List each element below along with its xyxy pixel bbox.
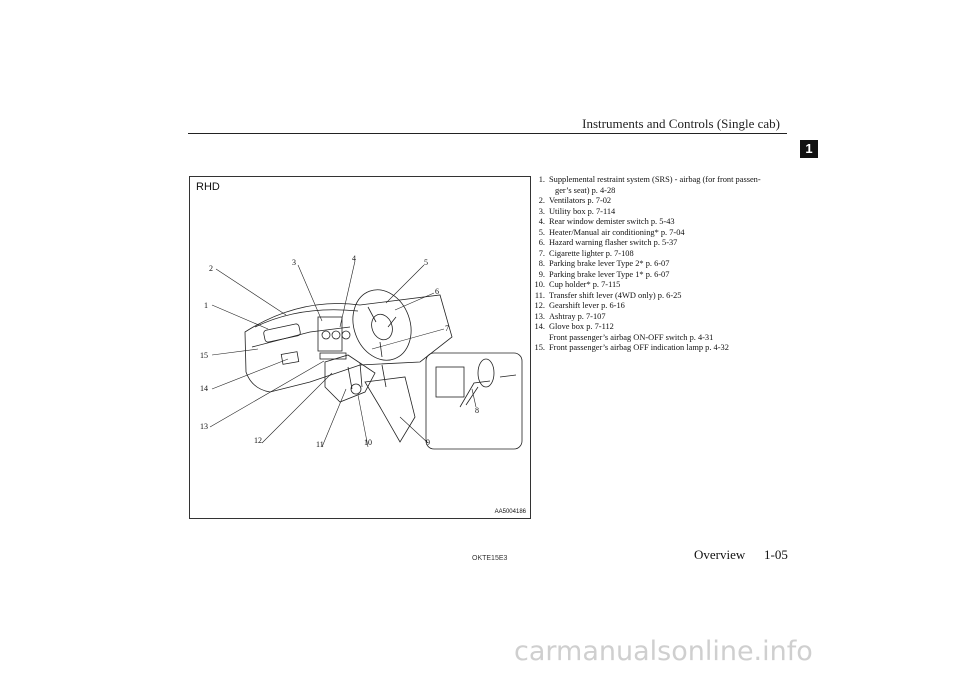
item-number: 4. xyxy=(538,217,545,226)
component-list: 1. Supplemental restraint system (SRS) - … xyxy=(531,175,776,354)
chapter-tab: 1 xyxy=(800,140,818,158)
item-text: Heater/Manual air conditioning* p. 7-04 xyxy=(549,227,685,237)
item-text: Rear window demister switch p. 5-43 xyxy=(549,217,675,226)
item-text: Parking brake lever Type 1* p. 6-07 xyxy=(549,269,670,279)
callout-9: 9 xyxy=(426,438,430,447)
callout-10: 10 xyxy=(364,438,372,447)
header-rule xyxy=(188,133,787,134)
item-number: 10. xyxy=(534,280,545,289)
callout-8: 8 xyxy=(475,406,479,415)
list-item: 4. Rear window demister switch p. 5-43 xyxy=(531,217,776,228)
list-item: 10. Cup holder* p. 7-115 xyxy=(531,280,776,291)
item-text: Front passenger’s airbag OFF indication … xyxy=(549,343,729,352)
callout-5: 5 xyxy=(424,258,428,267)
list-item: 1. Supplemental restraint system (SRS) - … xyxy=(531,175,776,196)
item-number: 9. xyxy=(538,269,545,279)
list-item: 8. Parking brake lever Type 2* p. 6-07 xyxy=(531,259,776,270)
dashboard-illustration: 1 2 3 4 5 6 7 8 9 10 11 12 13 14 15 xyxy=(200,254,523,450)
callout-15: 15 xyxy=(200,351,208,360)
callout-7: 7 xyxy=(445,324,449,333)
callout-4: 4 xyxy=(352,254,356,263)
callout-12: 12 xyxy=(254,436,262,445)
watermark: carmanualsonline.info xyxy=(514,636,813,667)
item-number: 13. xyxy=(534,311,545,321)
page-header-title: Instruments and Controls (Single cab) xyxy=(582,116,780,131)
list-item: 7. Cigarette lighter p. 7-108 xyxy=(531,249,776,260)
item-number: 7. xyxy=(538,248,545,258)
item-text: Ashtray p. 7-107 xyxy=(549,311,606,321)
item-number: 6. xyxy=(538,238,545,247)
list-item: 11. Transfer shift lever (4WD only) p. 6-… xyxy=(531,291,776,302)
list-item: 5. Heater/Manual air conditioning* p. 7-0… xyxy=(531,228,776,239)
item-number: 12. xyxy=(534,301,545,310)
item-text: Parking brake lever Type 2* p. 6-07 xyxy=(549,259,670,268)
dashboard-figure: 1 2 3 4 5 6 7 8 9 10 11 12 13 14 15 RHD … xyxy=(189,176,531,519)
callout-14: 14 xyxy=(200,384,208,393)
item-number: 14. xyxy=(534,322,545,331)
item-text: Gearshift lever p. 6-16 xyxy=(549,301,625,310)
item-text: Cigarette lighter p. 7-108 xyxy=(549,248,634,258)
list-item: 12. Gearshift lever p. 6-16 xyxy=(531,301,776,312)
callout-13: 13 xyxy=(200,422,208,431)
figure-code: AA5004186 xyxy=(494,509,526,515)
list-item: 6. Hazard warning flasher switch p. 5-37 xyxy=(531,238,776,249)
item-text: Supplemental restraint system (SRS) - ai… xyxy=(549,175,761,195)
list-item: 9. Parking brake lever Type 1* p. 6-07 xyxy=(531,270,776,281)
footer-code: OKTE15E3 xyxy=(472,555,508,562)
footer-page-number: 1-05 xyxy=(764,547,788,562)
footer-section: Overview xyxy=(694,547,746,562)
item-text: Ventilators p. 7-02 xyxy=(549,196,612,205)
item-number: 1. xyxy=(538,175,545,184)
list-item: 13. Ashtray p. 7-107 xyxy=(531,312,776,323)
item-text: Cup holder* p. 7-115 xyxy=(549,280,621,289)
callout-11: 11 xyxy=(316,440,324,449)
callout-1: 1 xyxy=(204,301,208,310)
callout-6: 6 xyxy=(435,287,439,296)
callout-3: 3 xyxy=(292,258,296,267)
list-item: 2. Ventilators p. 7-02 xyxy=(531,196,776,207)
item-text: Hazard warning flasher switch p. 5-37 xyxy=(549,238,678,247)
item-number: 2. xyxy=(538,196,545,205)
figure-label: RHD xyxy=(196,181,220,193)
list-item: 3. Utility box p. 7-114 xyxy=(531,207,776,218)
list-item: 15. Front passenger’s airbag OFF indicati… xyxy=(531,343,776,354)
item-number: 11. xyxy=(534,290,545,300)
item-number: 3. xyxy=(538,206,545,216)
item-number: 5. xyxy=(538,227,545,237)
item-number: 15. xyxy=(534,343,545,352)
item-number: 8. xyxy=(538,259,545,268)
callout-2: 2 xyxy=(209,264,213,273)
item-text: Utility box p. 7-114 xyxy=(549,206,616,216)
item-text: Transfer shift lever (4WD only) p. 6-25 xyxy=(549,290,682,300)
